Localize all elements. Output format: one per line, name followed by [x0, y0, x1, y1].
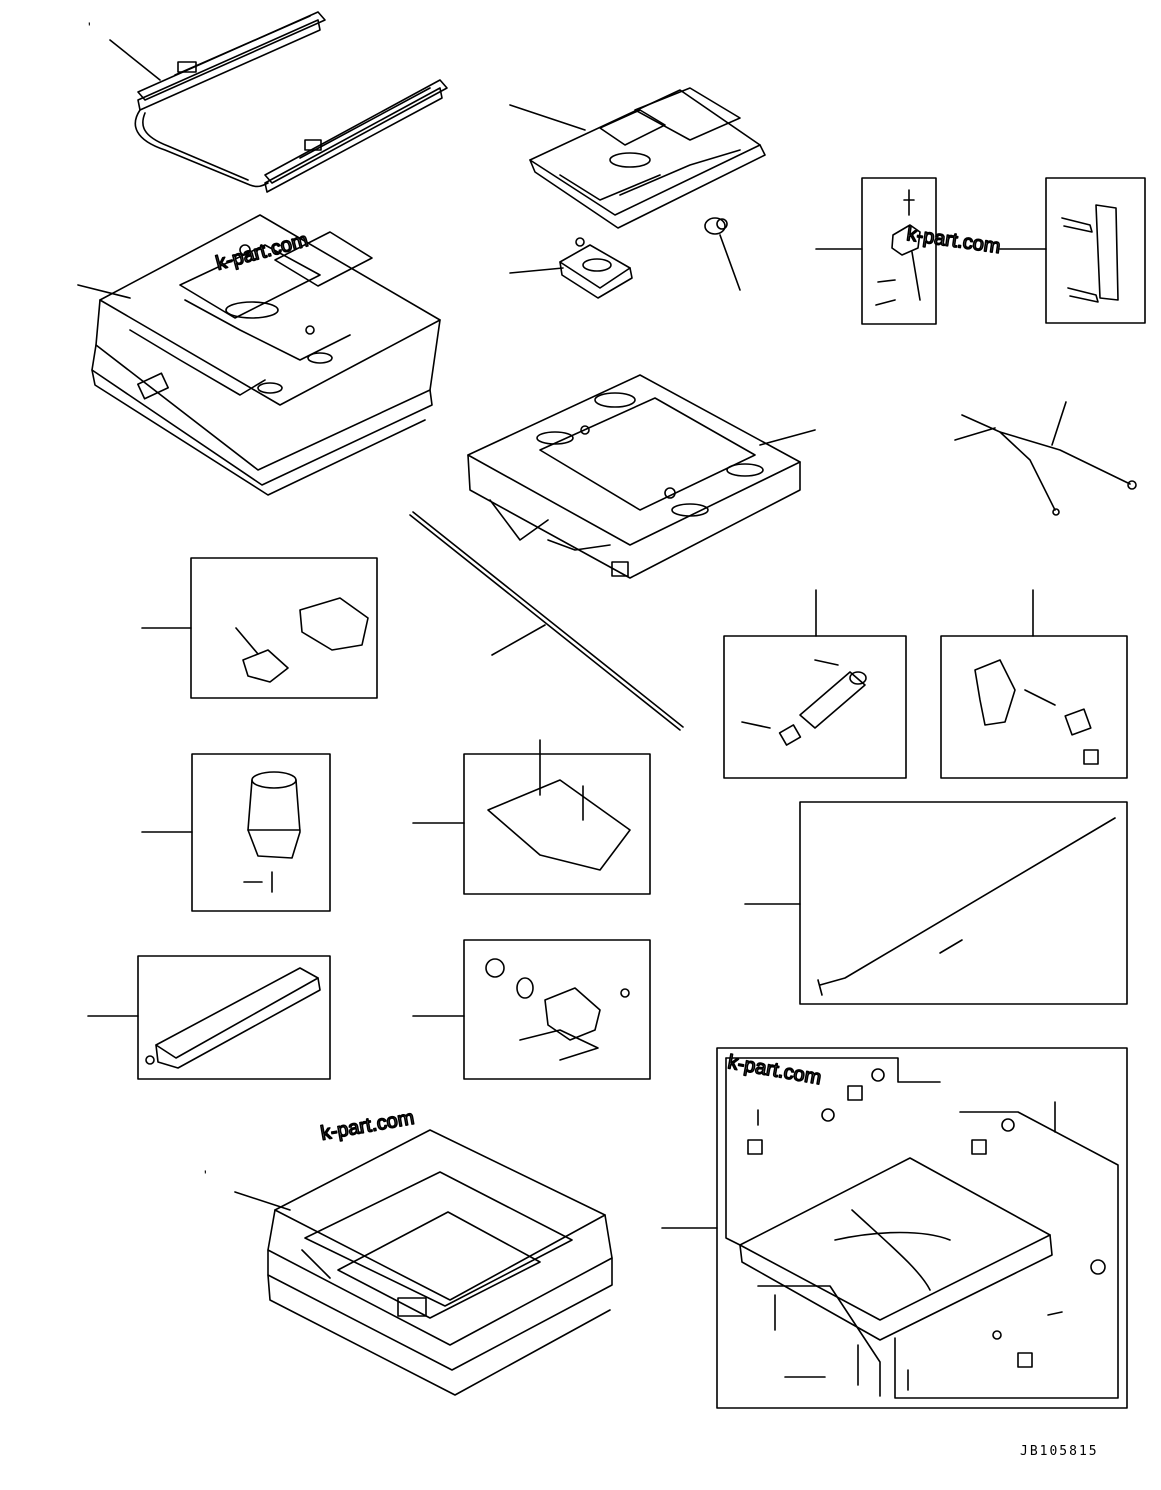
drawing-code: JB105815 [1020, 1444, 1099, 1459]
watermark-text: k-part.com [905, 223, 1002, 258]
leader-line [510, 268, 563, 273]
suspension-bellows [268, 1130, 612, 1395]
lock-kit-box [941, 590, 1127, 778]
leader-line [760, 430, 815, 445]
cushion-pad-box [413, 740, 650, 894]
watermark-text: k-part.com [726, 1051, 823, 1089]
tick-mark: ' [88, 19, 91, 35]
leader-line [510, 105, 585, 130]
watermark-text: k-part.com [214, 229, 311, 275]
damper-kit-box [724, 590, 906, 778]
leader-line [78, 285, 130, 298]
tick-mark: ' [204, 1167, 207, 1183]
seat-suspension-assembly [92, 215, 440, 495]
leader-line [110, 40, 160, 80]
latch-kit-box [816, 178, 936, 324]
seat-base-kit-box [662, 1048, 1127, 1408]
watermark-text: k-part.com [319, 1107, 416, 1145]
slide-rail-box [88, 956, 330, 1079]
seat-slide-rails [135, 12, 447, 192]
wire-harness [955, 402, 1136, 515]
small-bracket [560, 238, 632, 298]
cylinder-kit-box [142, 754, 330, 911]
cable-kit-box [745, 802, 1127, 1004]
knob-part [705, 218, 740, 290]
handle-kit-box [142, 558, 377, 698]
leader-line [235, 1192, 290, 1210]
seat-frame [468, 375, 800, 578]
switch-kit-box [413, 940, 650, 1079]
strap-kit-box [1000, 178, 1145, 323]
long-rod [410, 512, 683, 730]
base-plate [530, 88, 765, 228]
